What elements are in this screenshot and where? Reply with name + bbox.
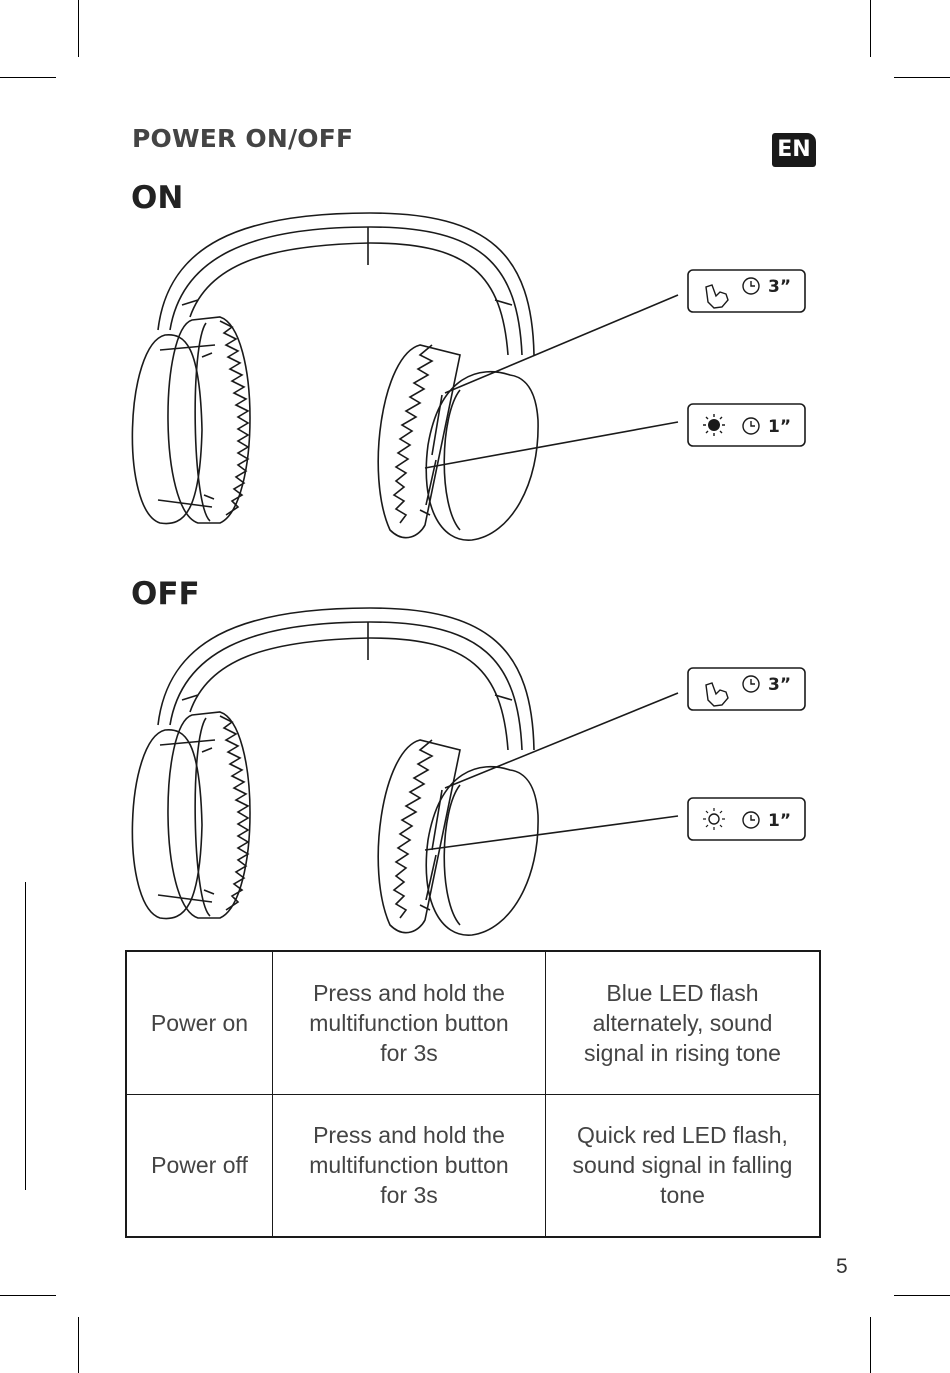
page-number: 5	[836, 1255, 848, 1278]
crop-mark	[870, 1317, 871, 1373]
action-line: Press and hold the	[313, 1122, 505, 1149]
headphones-illustration-on: 3” 1”	[120, 205, 820, 565]
diagram-label-on: ON	[131, 180, 184, 216]
registration-line	[25, 882, 26, 1190]
callout-led-1s: 1”	[687, 403, 806, 447]
crop-mark	[78, 0, 79, 57]
crop-mark	[0, 1295, 56, 1296]
language-badge: EN	[772, 133, 816, 167]
action-line: multifunction button	[309, 1152, 509, 1179]
callout-duration: 3”	[768, 675, 791, 695]
table-row: Power on Press and hold the multifunctio…	[125, 950, 821, 1095]
led-light-icon	[703, 414, 725, 436]
indication-line: Quick red LED flash,	[577, 1122, 788, 1149]
led-light-icon	[703, 808, 725, 830]
action-line: Press and hold the	[313, 979, 505, 1006]
callout-press-3s: 3”	[687, 667, 806, 711]
indication-line: tone	[660, 1182, 705, 1209]
crop-mark	[894, 77, 950, 78]
table-row: Power off Press and hold the multifuncti…	[125, 1093, 821, 1238]
indication-line: Blue LED flash	[606, 979, 759, 1006]
indication-line: sound signal in falling	[572, 1152, 793, 1179]
indication-cell: Quick red LED flash, sound signal in fal…	[545, 1093, 821, 1238]
clock-icon	[742, 675, 760, 693]
state-cell: Power off	[125, 1093, 273, 1238]
callout-press-3s: 3”	[687, 269, 806, 313]
state-text: Power off	[151, 1152, 248, 1179]
crop-mark	[894, 1295, 950, 1296]
clock-icon	[742, 277, 760, 295]
press-hand-icon	[705, 284, 729, 309]
indication-cell: Blue LED flash alternately, sound signal…	[545, 950, 821, 1095]
callout-duration: 1”	[768, 811, 791, 831]
action-cell: Press and hold the multifunction button …	[272, 1093, 546, 1238]
diagram-label-off: OFF	[131, 576, 200, 612]
headphones-icon	[131, 607, 679, 936]
crop-mark	[78, 1317, 79, 1373]
action-line: multifunction button	[309, 1009, 509, 1036]
headphones-icon	[131, 212, 679, 541]
section-title: POWER ON/OFF	[132, 124, 354, 153]
press-hand-icon	[705, 682, 729, 707]
callout-duration: 3”	[768, 277, 791, 297]
clock-icon	[742, 811, 760, 829]
crop-mark	[870, 0, 871, 57]
action-line: for 3s	[380, 1182, 438, 1209]
power-instructions-table: Power on Press and hold the multifunctio…	[125, 950, 821, 1238]
indication-line: alternately, sound	[592, 1009, 773, 1036]
indication-line: signal in rising tone	[584, 1039, 781, 1066]
action-line: for 3s	[380, 1039, 438, 1066]
state-text: Power on	[150, 1009, 249, 1036]
clock-icon	[742, 417, 760, 435]
state-cell: Power on	[125, 950, 273, 1095]
callout-duration: 1”	[768, 417, 791, 437]
crop-mark	[0, 77, 56, 78]
action-cell: Press and hold the multifunction button …	[272, 950, 546, 1095]
callout-led-1s: 1”	[687, 797, 806, 841]
headphones-illustration-off: 3” 1”	[120, 600, 820, 960]
